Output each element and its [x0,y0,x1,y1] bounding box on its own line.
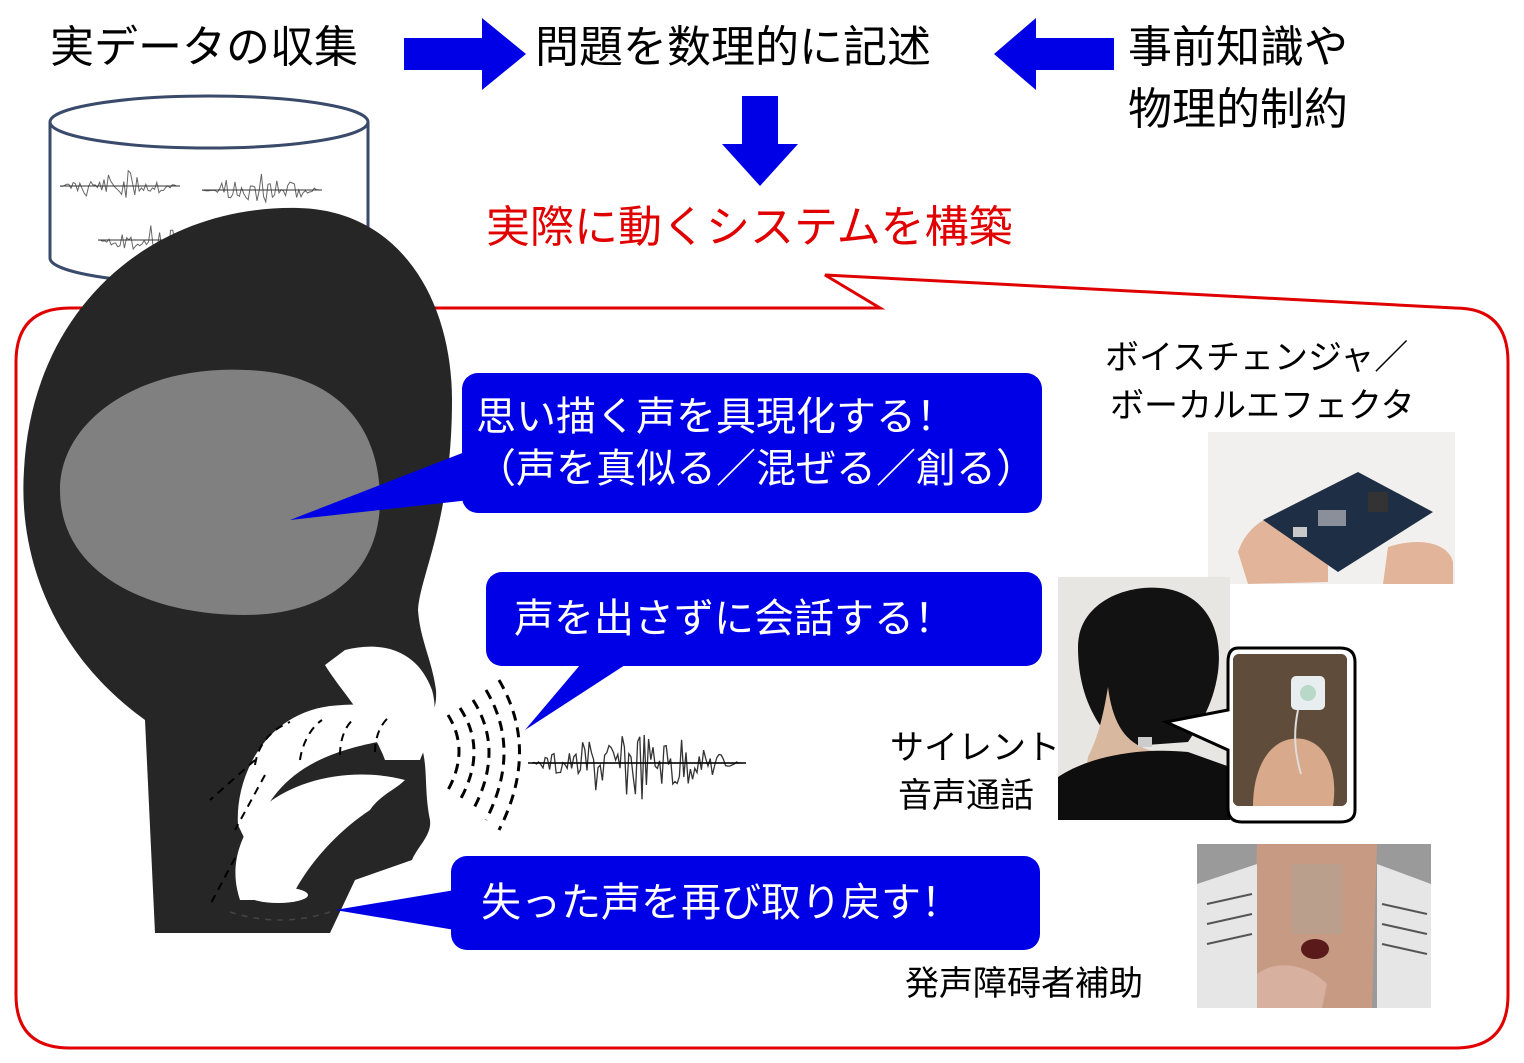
silent-microphone-photo [1233,654,1347,806]
head-cross-section-illustration [23,207,521,933]
speech-waveform-icon [528,734,746,800]
formulate-label: 問題を数理的に記述 [535,22,931,73]
prior-knowledge-line1: 事前知識や [1128,22,1348,73]
voice-changer-caption-line2: ボーカルエフェクタ [1110,386,1415,426]
silent-call-caption-line1: サイレント [890,728,1060,768]
build-system-label: 実際に動くシステムを構築 [486,202,1013,253]
bubble-imagine-voice: 思い描く声を具現化する！ （声を真似る／混ぜる／創る） [462,373,1042,513]
prior-knowledge-line2: 物理的制約 [1128,84,1348,135]
bubble-silent-talk: 声を出さずに会話する！ [486,572,1042,666]
silent-call-user-photo [1058,577,1230,820]
assist-caption: 発声障碍者補助 [905,964,1143,1004]
down-arrow-icon [722,96,798,186]
bubble-imagine-line2: （声を真似る／混ぜる／創る） [476,446,1036,492]
silent-call-caption-line2: 音声通話 [898,776,1034,816]
voice-changer-caption-line1: ボイスチェンジャ／ [1105,338,1409,378]
bubble-restore-voice: 失った声を再び取り戻す！ [451,856,1040,950]
voice-changer-board-photo [1208,432,1455,584]
bubble-imagine-line1: 思い描く声を具現化する！ [476,394,956,440]
bubble-silent-text: 声を出さずに会話する！ [514,596,954,642]
right-arrow-icon [404,18,526,90]
bubble-restore-text: 失った声を再び取り戻す！ [481,880,961,926]
voice-disorder-assist-photo [1197,844,1431,1008]
left-arrow-icon [994,18,1114,90]
collect-data-label: 実データの収集 [50,22,358,73]
